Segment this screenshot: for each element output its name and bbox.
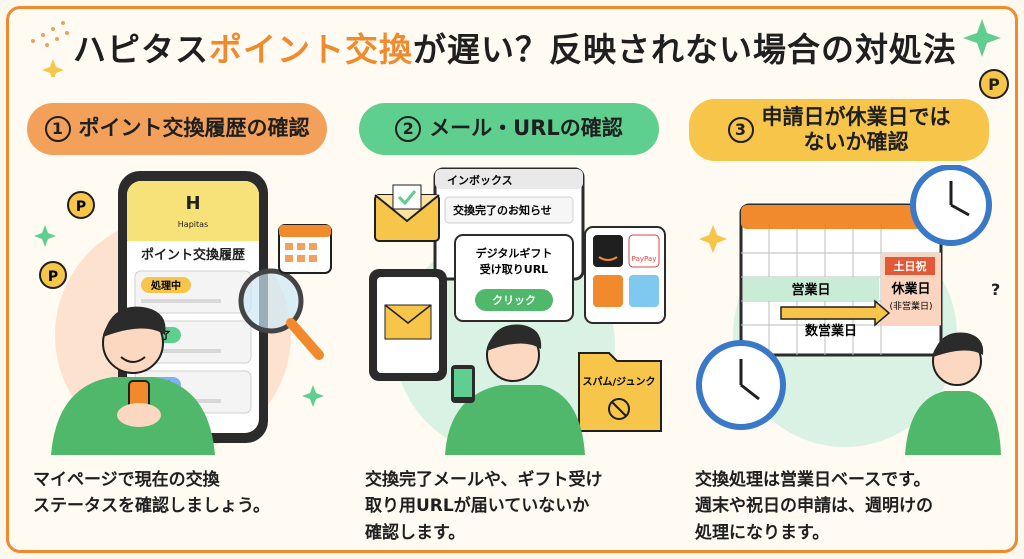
paypay-icon (628, 234, 660, 268)
step-2-column: 2 メール・URLの確認 インボックス 交換完了のお知らせ (355, 99, 673, 549)
calendar-icon (278, 224, 332, 274)
step-1-description: マイページで現在の交換 ステータスを確認しましょう。 (33, 467, 333, 520)
step-3-column: 3 申請日が休業日では ないか確認 (685, 99, 1003, 549)
magnifier-icon (238, 268, 324, 360)
step-3-heading-line-1: 申請日が休業日では (761, 104, 951, 129)
svg-text:P: P (76, 199, 86, 215)
title-part-1: ハピタス (73, 30, 209, 69)
step-1-heading-text: ポイント交換履歴の確認 (78, 116, 310, 141)
tablet-icon (369, 269, 447, 381)
non-business-day-label: (非営業日) (889, 300, 932, 312)
svg-text:P: P (988, 75, 1000, 94)
calendar-grid: 土日祝 休業日 (非営業日) 営業日 数営業日 (739, 203, 943, 357)
holiday-tag: 土日祝 (894, 259, 927, 273)
step-number-badge: 1 (44, 116, 71, 142)
description-line: 取り用URLが届いていないか (365, 496, 590, 517)
coin-icon: P (979, 69, 1009, 99)
step-2-description: 交換完了メールや、ギフト受け 取り用URLが届いていないか 確認します。 (365, 467, 665, 546)
infographic-frame: P ハピタスポイント交換が遅い？反映されない場合の対処法 1 ポイント交換履歴の… (6, 6, 1018, 553)
thinking-person: ? (905, 280, 1001, 455)
gift-line-2: 受け取りURL (480, 262, 548, 276)
mail-subject: 交換完了のお知らせ (453, 203, 552, 217)
gift-brand-tiles: PayPay (584, 226, 666, 324)
gift-line-1: デジタルギフト (476, 246, 553, 260)
svg-text:P: P (48, 269, 58, 285)
svg-text:H: H (185, 193, 200, 214)
description-line: 週末や祝日の申請は、週明けの (695, 496, 933, 517)
holiday-label: 休業日 (890, 281, 930, 297)
coin-icon: P (67, 191, 95, 219)
phone-mockup: H Hapitas ポイント交換履歴 処理中 完了 完了 (118, 171, 268, 443)
description-line: ステータスを確認しましょう。 (33, 496, 270, 517)
clock-icon (696, 340, 786, 430)
sparkle-icon (963, 19, 1001, 57)
description-line: 処理になります。 (695, 522, 830, 543)
click-button-label: クリック (492, 294, 536, 307)
step-3-heading: 3 申請日が休業日では ないか確認 (689, 99, 989, 161)
phone-screen-title: ポイント交換履歴 (141, 247, 245, 263)
title-highlight: ポイント交換 (209, 30, 413, 69)
spam-folder-icon: スパム/ジュンク (578, 352, 662, 432)
step-3-description: 交換処理は営業日ベースです。 週末や祝日の申請は、週明けの 処理になります。 (695, 467, 995, 546)
spam-folder-label: スパム/ジュンク (583, 376, 656, 388)
step-number-badge: 3 (727, 117, 754, 143)
generic-gift-icon (629, 275, 659, 307)
description-line: マイページで現在の交換 (33, 470, 220, 490)
step-1-column: 1 ポイント交換履歴の確認 P P H Hapitas (23, 99, 341, 549)
inbox-title: インボックス (447, 173, 513, 187)
status-badge-processing: 処理中 (150, 279, 181, 292)
sparkle-dots-decoration (31, 21, 69, 77)
clock-icon (910, 165, 992, 246)
envelope-icon (374, 184, 440, 242)
click-button[interactable] (475, 289, 553, 311)
gift-box-icon (593, 275, 623, 307)
amazon-icon (593, 235, 623, 267)
step-2-illustration: インボックス 交換完了のお知らせ デジタルギフト 受け取りURL クリック (369, 167, 666, 455)
step-3-illustration: 土日祝 休業日 (非営業日) 営業日 数営業日 (696, 165, 1001, 455)
paypay-label: PayPay (632, 255, 657, 263)
person-with-phone (51, 306, 215, 455)
step-2-heading: 2 メール・URLの確認 (359, 103, 659, 155)
description-line: 確認します。 (365, 522, 466, 543)
step-number-badge: 2 (395, 116, 422, 142)
description-line: 交換完了メールや、ギフト受け (365, 470, 603, 490)
title-part-3: が遅い？反映されない場合の対処法 (413, 30, 957, 69)
gift-url-popup: デジタルギフト 受け取りURL クリック (454, 234, 574, 322)
page-title: ハピタスポイント交換が遅い？反映されない場合の対処法 (9, 23, 1015, 71)
step-1-heading: 1 ポイント交換履歴の確認 (27, 103, 327, 155)
hapitas-logo-text: Hapitas (178, 220, 208, 229)
several-business-days-label: 数営業日 (805, 323, 857, 339)
svg-text:?: ? (991, 280, 1000, 299)
person-with-phone (445, 324, 585, 455)
step-2-heading-text: メール・URLの確認 (429, 116, 623, 141)
coin-icon: P (39, 261, 67, 289)
description-line: 交換処理は営業日ベースです。 (695, 470, 931, 490)
step-3-heading-line-2: ないか確認 (803, 130, 909, 154)
step-1-illustration: P P H Hapitas ポイント交換履歴 処理中 (34, 171, 332, 455)
business-day-label: 営業日 (791, 282, 830, 298)
